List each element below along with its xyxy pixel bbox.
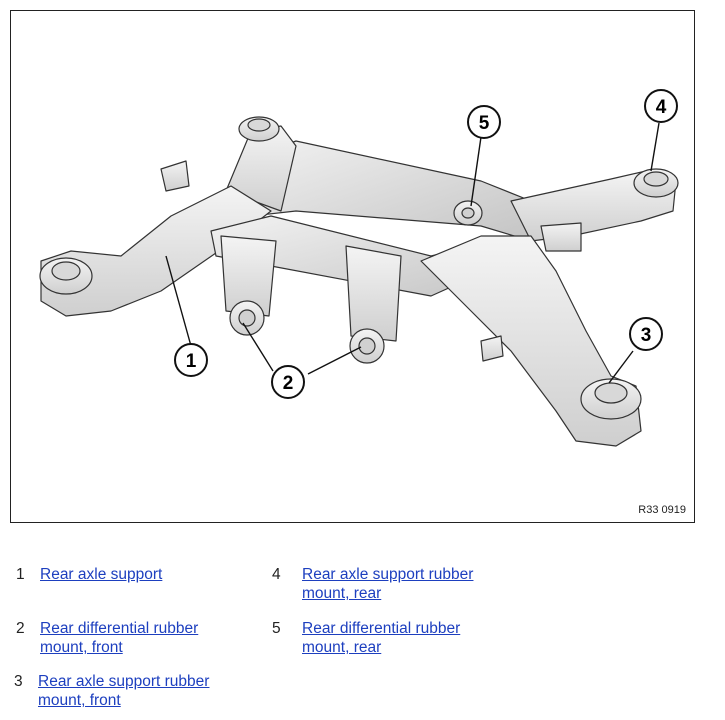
callout-3: 3 [629, 317, 663, 351]
legend-link-rear-diff-mount-front-line1[interactable]: Rear differential rubber [40, 620, 199, 637]
legend-number: 3 [14, 673, 23, 690]
svg-text:2: 2 [283, 373, 294, 394]
legend-number: 4 [272, 566, 281, 583]
svg-text:3: 3 [641, 325, 652, 346]
legend-link-rear-axle-mount-front-line1[interactable]: Rear axle support rubber [38, 673, 210, 690]
callout-2: 2 [271, 365, 305, 399]
legend-link-rear-axle-support[interactable]: Rear axle support [40, 566, 163, 583]
legend-number: 2 [16, 620, 25, 637]
legend-link-rear-diff-mount-rear-line2[interactable]: mount, rear [302, 639, 382, 656]
leader-lines [165, 122, 660, 384]
legend-link-rear-axle-mount-front-line2[interactable]: mount, front [38, 692, 121, 709]
legend-link-rear-diff-mount-front-line2[interactable]: mount, front [40, 639, 123, 656]
legend-link-rear-diff-mount-rear-line1[interactable]: Rear differential rubber [302, 620, 461, 637]
figure-code: R33 0919 [638, 504, 686, 516]
axle-support-drawing [39, 116, 679, 447]
legend-number: 1 [16, 566, 25, 583]
callout-5: 5 [467, 105, 501, 139]
legend-number: 5 [272, 620, 281, 637]
svg-text:5: 5 [479, 113, 490, 134]
svg-text:4: 4 [656, 97, 667, 118]
legend-link-rear-axle-mount-rear-line2[interactable]: mount, rear [302, 585, 382, 602]
legend-link-rear-axle-mount-rear-line1[interactable]: Rear axle support rubber [302, 566, 474, 583]
svg-text:1: 1 [186, 351, 197, 372]
rear-axle-support-illustration: 1 2 3 4 5 [39, 89, 679, 447]
callout-4: 4 [644, 89, 678, 123]
callout-1: 1 [174, 343, 208, 377]
diagram-figure: 1 2 3 4 5 R33 0919 [10, 10, 695, 523]
